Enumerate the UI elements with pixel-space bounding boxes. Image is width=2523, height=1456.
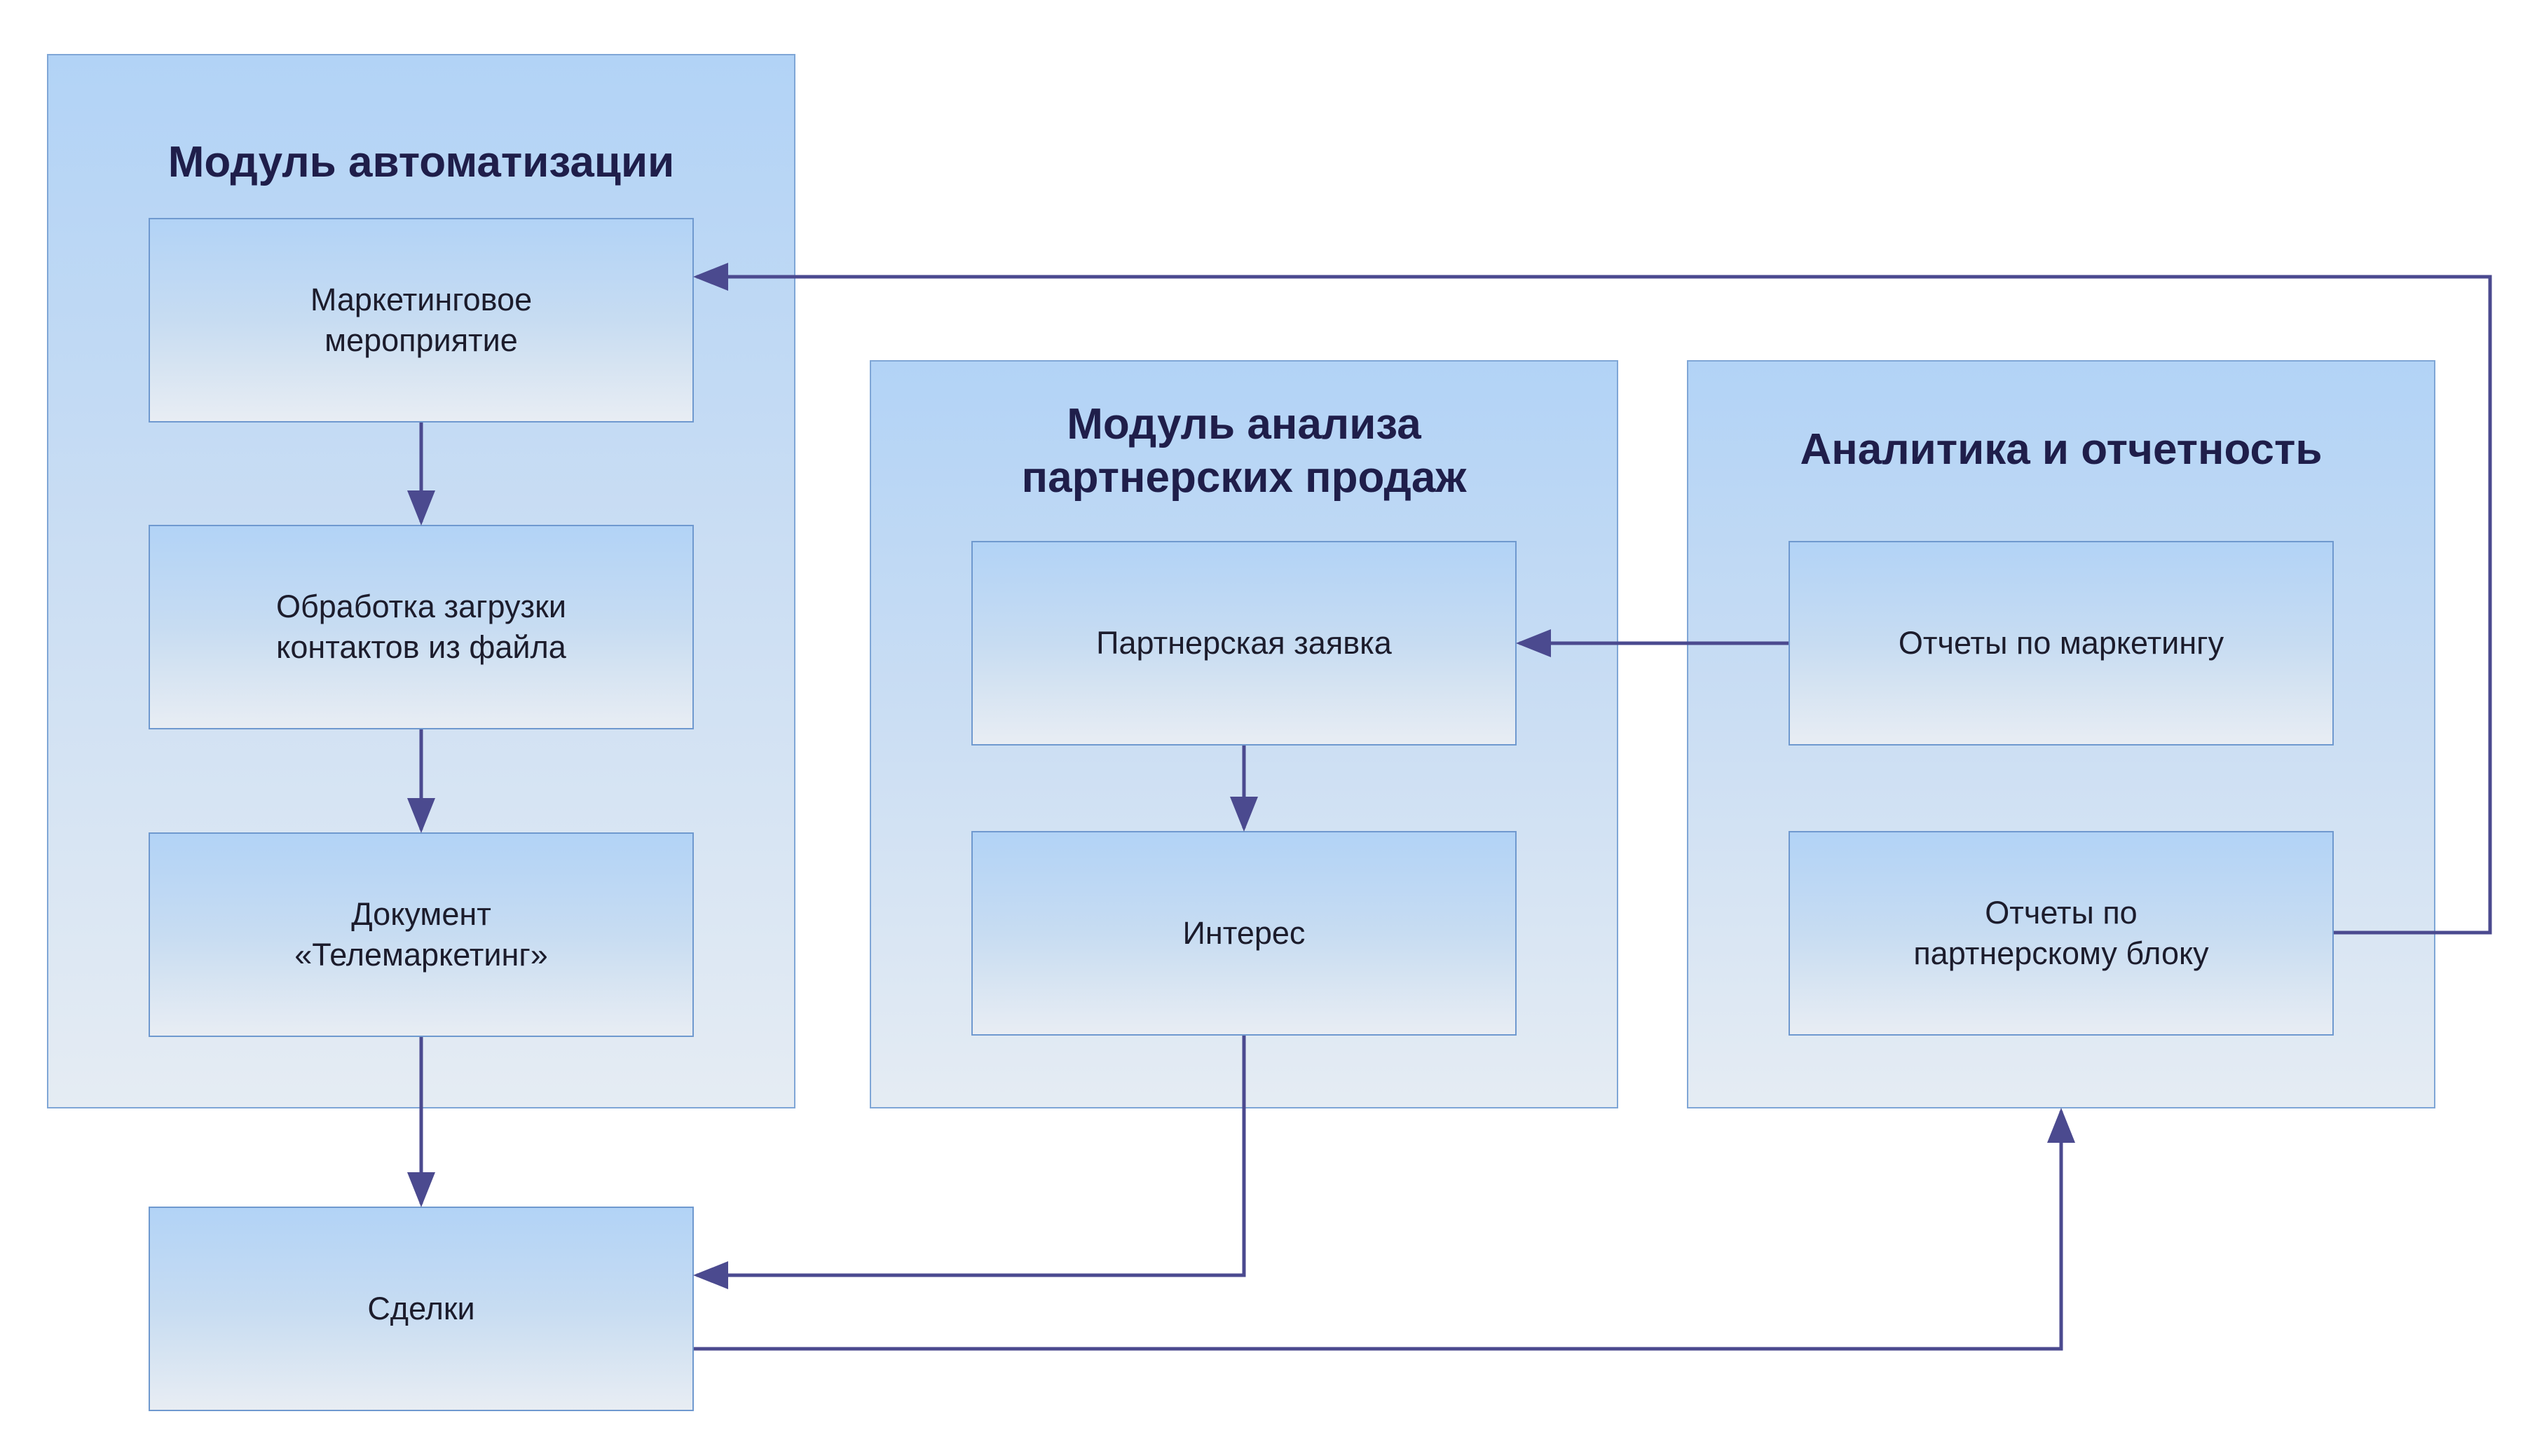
node-telemarketing-document-label: Документ «Телемаркетинг» (294, 896, 548, 973)
node-partner-request-label: Партнерская заявка (1096, 625, 1392, 661)
node-marketing-event-label: Маркетинговое мероприятие (310, 282, 533, 358)
node-partner-reports[interactable]: Отчеты по партнерскому блоку (1789, 831, 2334, 1036)
node-marketing-event[interactable]: Маркетинговое мероприятие (149, 218, 694, 423)
node-deals-label: Сделки (367, 1291, 475, 1326)
node-contacts-upload-label: Обработка загрузки контактов из файла (275, 589, 566, 665)
node-contacts-upload[interactable]: Обработка загрузки контактов из файла (149, 525, 694, 729)
arrow-deals-to-analytics (694, 1108, 2075, 1351)
module-automation-title: Модуль автоматизации (167, 138, 675, 186)
node-deals[interactable]: Сделки (149, 1207, 694, 1411)
node-interest[interactable]: Интерес (971, 831, 1517, 1036)
node-marketing-reports-label: Отчеты по маркетингу (1898, 625, 2224, 661)
module-analytics-title: Аналитика и отчетность (1800, 425, 2323, 474)
node-interest-label: Интерес (1182, 915, 1306, 951)
module-partner-sales-title: Модуль анализа партнерских продаж (1021, 400, 1467, 502)
node-telemarketing-document[interactable]: Документ «Телемаркетинг» (149, 832, 694, 1037)
node-marketing-reports[interactable]: Отчеты по маркетингу (1789, 541, 2334, 746)
node-partner-reports-label: Отчеты по партнерскому блоку (1913, 895, 2209, 971)
node-partner-request[interactable]: Партнерская заявка (971, 541, 1517, 746)
